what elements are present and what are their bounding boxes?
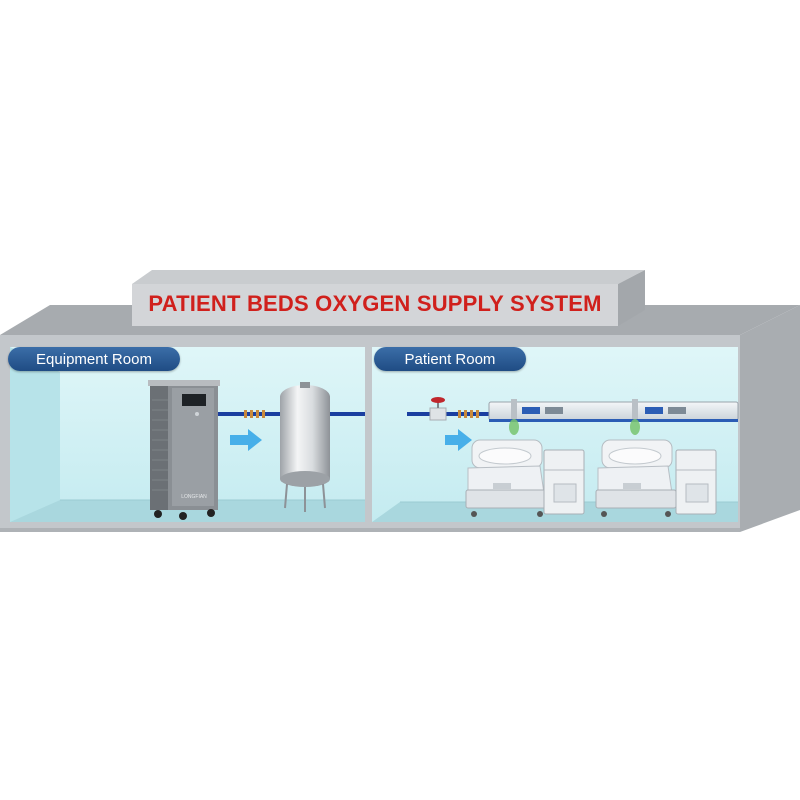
equipment-room-floor bbox=[10, 500, 365, 522]
hospital-bed bbox=[595, 439, 677, 517]
flow-arrow bbox=[445, 429, 472, 451]
pipe-fittings bbox=[458, 410, 479, 418]
concentrator-vents bbox=[152, 399, 168, 491]
oxygen-flowmeter bbox=[509, 399, 519, 435]
panel-outlet bbox=[668, 407, 686, 414]
concentrator-front-panel bbox=[172, 388, 214, 506]
title-box-top bbox=[132, 270, 645, 284]
building-front-edge bbox=[0, 528, 740, 532]
valve-handle bbox=[431, 397, 445, 403]
patient-room-label: Patient Room bbox=[374, 347, 526, 371]
bed-pillow bbox=[608, 447, 662, 465]
building-right-side bbox=[740, 305, 800, 532]
supply-pipe-3 bbox=[407, 397, 491, 421]
bed-wheel bbox=[471, 511, 477, 517]
concentrator-knob bbox=[195, 412, 199, 416]
bed-frame bbox=[465, 489, 549, 509]
diagram-title: PATIENT BEDS OXYGEN SUPPLY SYSTEM bbox=[148, 291, 602, 316]
bedhead-panel bbox=[488, 401, 739, 422]
pipe-segment bbox=[407, 412, 491, 416]
bed-pillow bbox=[478, 447, 532, 465]
concentrator-side bbox=[150, 384, 170, 510]
tank-valve bbox=[300, 382, 310, 388]
oxygen-concentrator: LONGFIAN bbox=[148, 380, 220, 520]
pipe-tee bbox=[429, 407, 447, 421]
bed-wheel bbox=[537, 511, 543, 517]
concentrator-wheel bbox=[179, 512, 187, 520]
bed-plate bbox=[493, 483, 511, 489]
title-box bbox=[132, 270, 645, 326]
supply-pipe-1 bbox=[218, 410, 282, 418]
title-box-front bbox=[132, 284, 618, 326]
concentrator-wheel bbox=[154, 510, 162, 518]
oxygen-flowmeter bbox=[630, 399, 640, 435]
concentrator-top-cap bbox=[148, 380, 220, 386]
hospital-bed bbox=[465, 439, 549, 517]
concentrator-brand: LONGFIAN bbox=[181, 494, 207, 500]
panel-outlet bbox=[645, 407, 663, 414]
supply-pipe-2 bbox=[330, 412, 365, 416]
bedside-cabinet bbox=[675, 449, 717, 515]
oxygen-storage-tank bbox=[280, 382, 330, 512]
title-box-side bbox=[618, 270, 645, 326]
tank-leg bbox=[322, 483, 326, 509]
bedside-cabinet bbox=[543, 449, 585, 515]
panel-outlet bbox=[545, 407, 563, 414]
concentrator-wheel bbox=[207, 509, 215, 517]
tank-leg bbox=[284, 483, 288, 509]
bed-wheel bbox=[665, 511, 671, 517]
pipe-fittings bbox=[244, 410, 265, 418]
bed-plate bbox=[623, 483, 641, 489]
bed-frame bbox=[595, 489, 677, 509]
equipment-room-label: Equipment Room bbox=[8, 347, 180, 371]
panel-stripe bbox=[489, 419, 738, 422]
equipment-room-left-wall bbox=[10, 347, 60, 522]
tank-body bbox=[280, 397, 330, 479]
concentrator-display bbox=[182, 394, 206, 406]
panel-outlet bbox=[522, 407, 540, 414]
tank-bottom bbox=[280, 471, 330, 487]
flow-arrow bbox=[230, 429, 262, 451]
bed-wheel bbox=[601, 511, 607, 517]
